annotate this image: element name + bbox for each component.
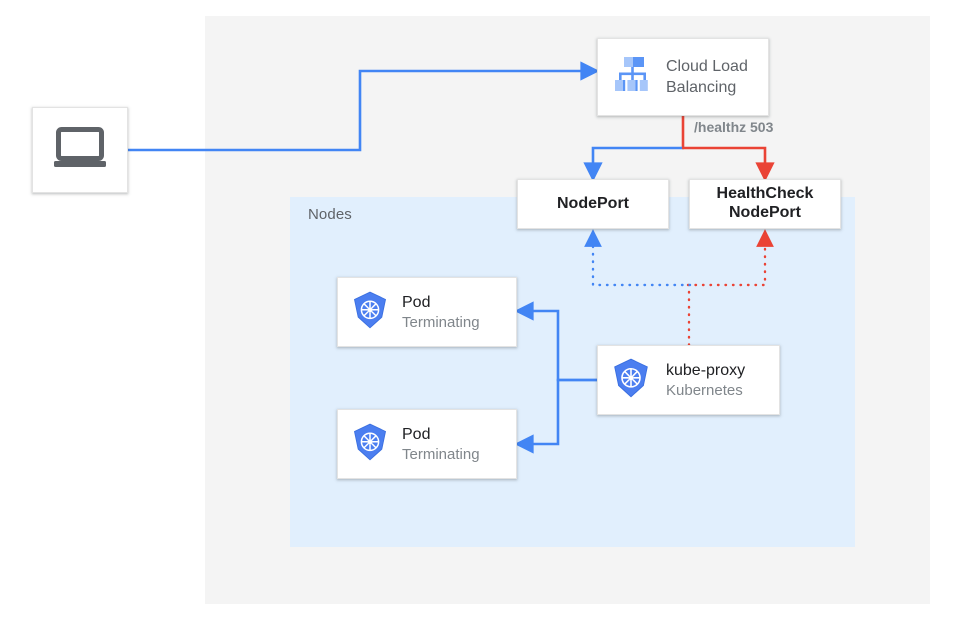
- healthcheck-nodeport-title-line1: HealthCheck: [716, 185, 814, 203]
- cloud-load-balancing-text: Cloud Load Balancing: [666, 56, 748, 98]
- pod-2-text: Pod Terminating: [402, 424, 480, 465]
- pod-2-node[interactable]: Pod Terminating: [337, 409, 517, 479]
- pod-2-subtitle: Terminating: [402, 445, 480, 463]
- pod-1-text: Pod Terminating: [402, 292, 480, 333]
- healthcheck-nodeport-title-line2: NodePort: [728, 204, 801, 221]
- healthz-edge-label: /healthz 503: [694, 119, 774, 135]
- cloud-load-balancing-title-line1: Cloud Load: [666, 57, 748, 75]
- nodes-panel-label: Nodes: [308, 206, 352, 223]
- pod-1-title: Pod: [402, 293, 431, 311]
- kube-proxy-subtitle: Kubernetes: [666, 381, 743, 399]
- kube-proxy-text: kube-proxy Kubernetes: [666, 360, 745, 401]
- kubernetes-icon: [350, 290, 390, 335]
- pod-2-title: Pod: [402, 425, 431, 443]
- kubernetes-icon: [350, 422, 390, 467]
- nodeport-title: NodePort: [557, 194, 629, 212]
- pod-1-node[interactable]: Pod Terminating: [337, 277, 517, 347]
- cloud-load-balancing-title-line2: Balancing: [666, 79, 737, 96]
- nodeport-node[interactable]: NodePort: [517, 179, 669, 229]
- laptop-icon: [52, 125, 108, 176]
- cloud-load-balancing-icon: [610, 55, 654, 100]
- healthcheck-nodeport-node[interactable]: HealthCheck NodePort: [689, 179, 841, 229]
- cloud-load-balancing-node[interactable]: Cloud Load Balancing: [597, 38, 769, 116]
- pod-1-subtitle: Terminating: [402, 313, 480, 331]
- healthcheck-nodeport-title: HealthCheck NodePort: [717, 185, 814, 223]
- kube-proxy-node[interactable]: kube-proxy Kubernetes: [597, 345, 780, 415]
- client-node[interactable]: [32, 107, 128, 193]
- kube-proxy-title: kube-proxy: [666, 361, 746, 379]
- kubernetes-icon: [610, 357, 652, 404]
